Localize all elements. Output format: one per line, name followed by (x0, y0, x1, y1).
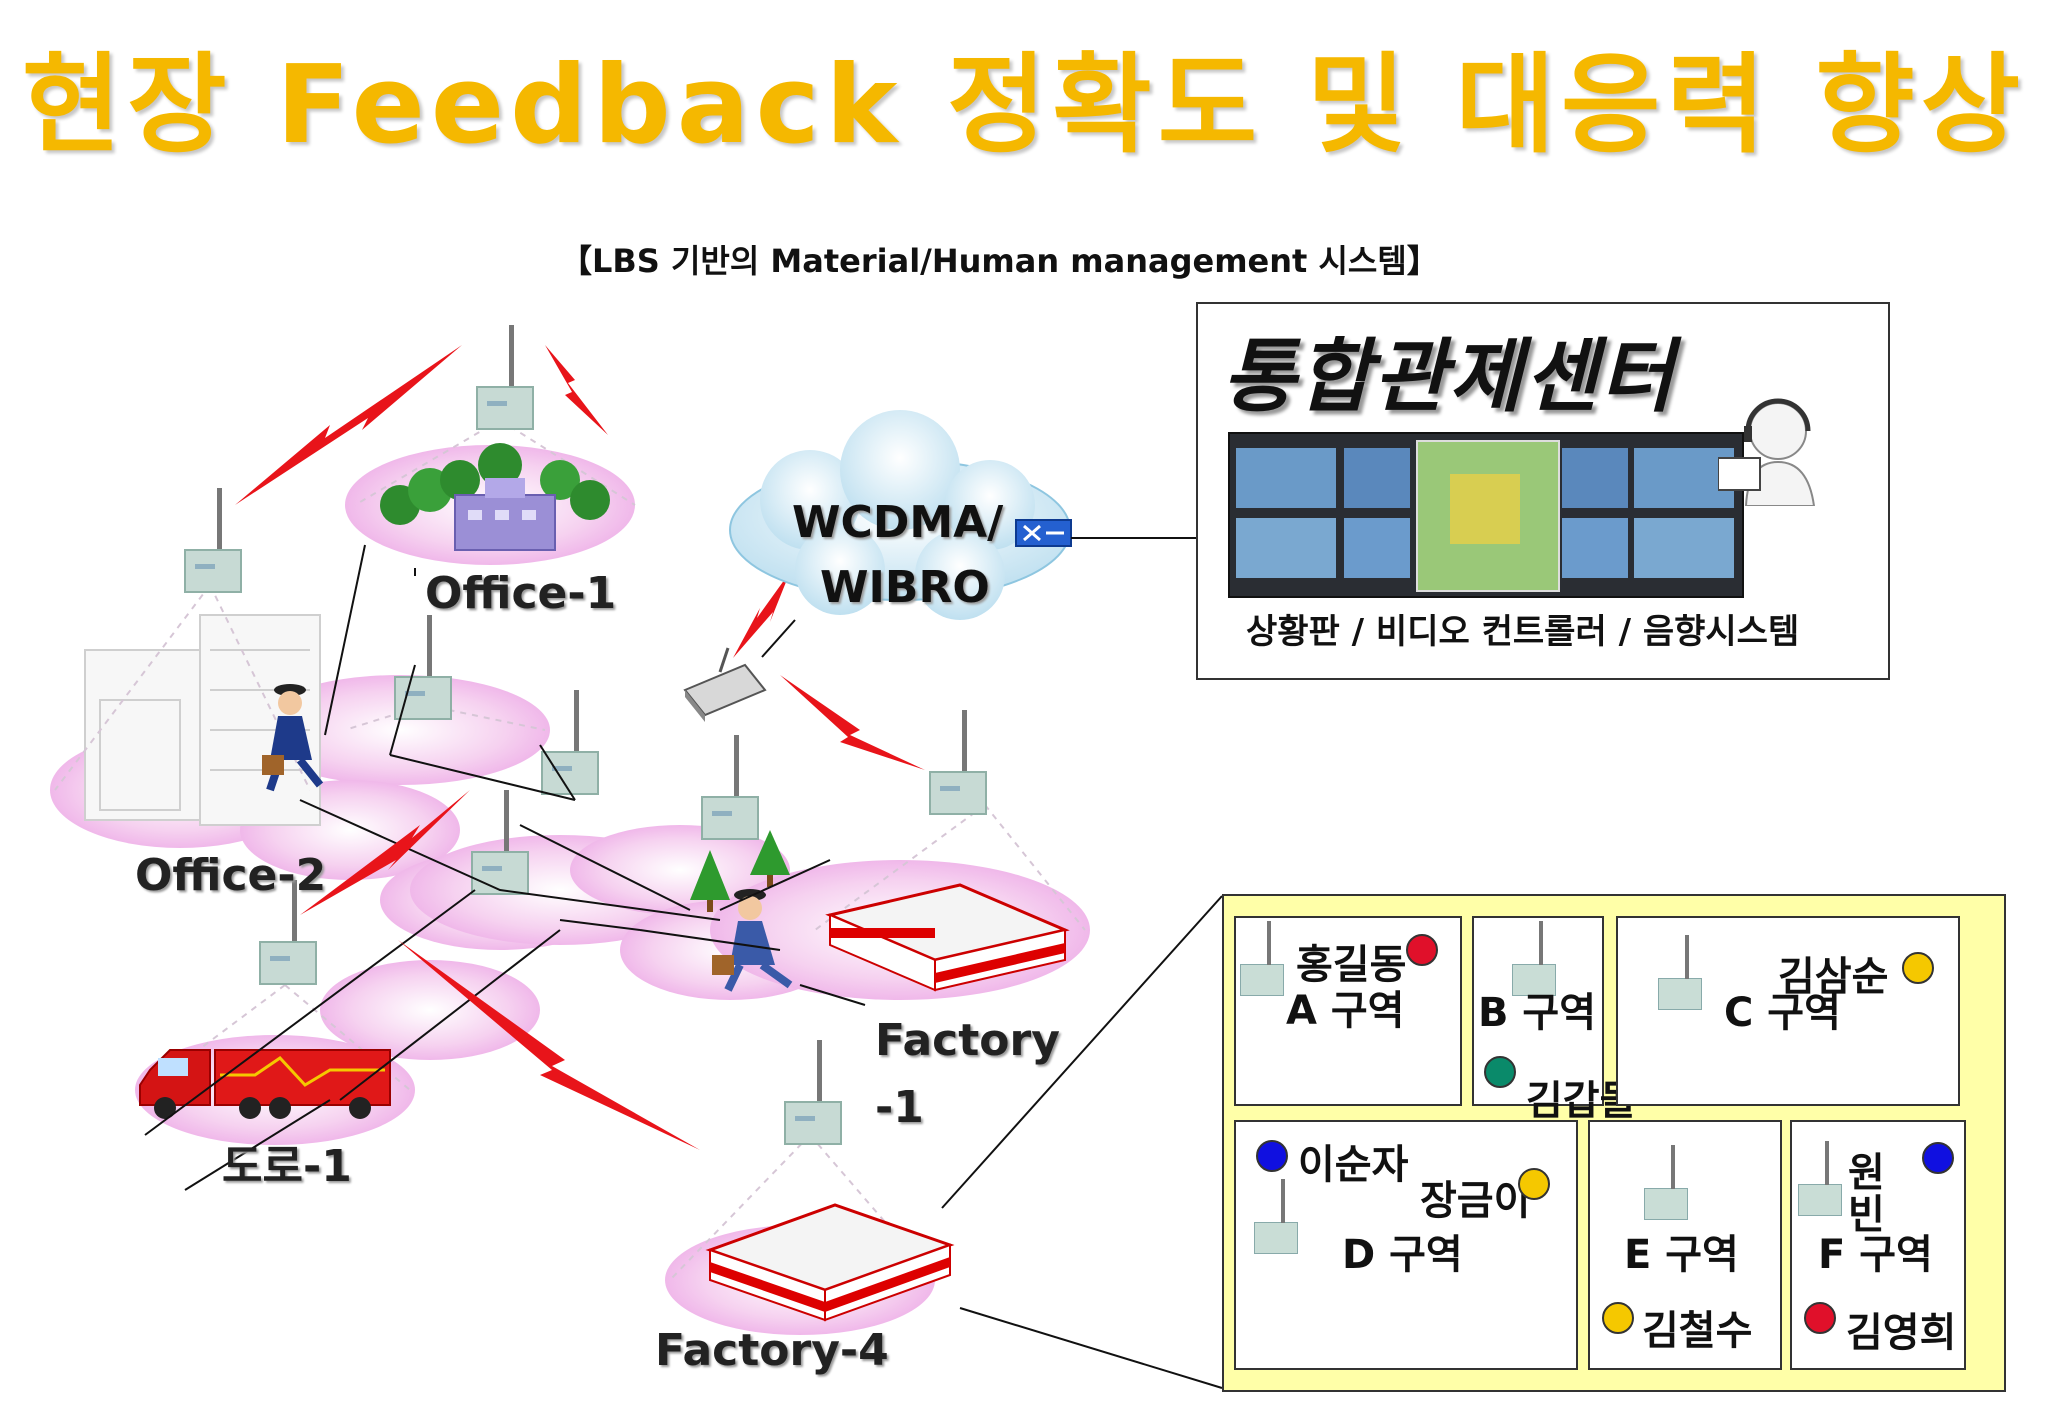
label-factory-1-line1: Factory (875, 1015, 1060, 1066)
zone-c: C 구역 김삼순 (1616, 916, 1960, 1106)
label-office-1: Office-1 (425, 568, 617, 619)
zone-e-person: 김철수 (1642, 1308, 1753, 1354)
zone-e-name: E 구역 (1624, 1232, 1739, 1278)
zone-e: E 구역 김철수 (1588, 1120, 1782, 1370)
truck (139, 1049, 391, 1119)
video-wall (1228, 432, 1744, 598)
zone-b-name: B 구역 (1478, 990, 1597, 1036)
zone-d-name: D 구역 (1342, 1232, 1463, 1278)
control-center-panel: 통합관제센터 상황판 / 비디오 컨트롤러 / 음향시스템 (1196, 302, 1890, 680)
zone-e-sensor-icon (1644, 1145, 1688, 1220)
zone-e-person-marker (1602, 1302, 1634, 1334)
zone-a-person-marker (1406, 934, 1438, 966)
zone-map-panel: 홍길동 A 구역 B 구역 김갑돌 C 구역 김삼순 이순자 장금이 D 구역 … (1222, 894, 2006, 1392)
network-cloud (729, 410, 1071, 620)
label-road-1: 도로-1 (222, 1141, 352, 1192)
zone-a: 홍길동 A 구역 (1234, 916, 1462, 1106)
factory4-building (705, 1203, 955, 1322)
operator-headset-icon (1718, 398, 1816, 506)
zone-a-person: 홍길동 (1296, 942, 1407, 988)
zone-d-person1: 이순자 (1298, 1142, 1409, 1188)
zone-f-sensor-icon (1798, 1141, 1842, 1216)
zone-f-person1-line2: 빈 (1848, 1192, 1885, 1238)
zone-b: B 구역 (1472, 916, 1604, 1106)
zone-f-name: F 구역 (1818, 1232, 1933, 1278)
zone-f-person2: 김영희 (1846, 1310, 1957, 1356)
factory1-building (825, 883, 1070, 992)
trees (690, 830, 790, 912)
zone-f-person1-line1: 원 (1848, 1150, 1885, 1196)
office1-building (380, 443, 610, 551)
label-cloud-line2: WIBRO (820, 562, 990, 613)
zone-d-person2: 장금이 (1420, 1178, 1531, 1224)
zone-d-person1-marker (1256, 1140, 1288, 1172)
wireless-router (683, 647, 767, 722)
zone-f: 원 빈 F 구역 김영희 (1790, 1120, 1966, 1370)
control-center-caption: 상황판 / 비디오 컨트롤러 / 음향시스템 (1246, 612, 1800, 652)
zone-d-person2-marker (1518, 1168, 1550, 1200)
zone-d: 이순자 장금이 D 구역 (1234, 1120, 1578, 1370)
zone-a-sensor-icon (1240, 921, 1284, 996)
diagram-subtitle: 【LBS 기반의 Material/Human management 시스템】 (560, 242, 1439, 280)
worker-1 (262, 684, 324, 792)
label-factory-4: Factory-4 (655, 1325, 889, 1376)
label-office-2: Office-2 (135, 850, 327, 901)
zone-c-name: C 구역 (1724, 990, 1841, 1036)
zone-f-person1-marker (1922, 1142, 1954, 1174)
label-cloud-line1: WCDMA/ (792, 497, 1004, 548)
zone-b-person-marker (1484, 1056, 1516, 1088)
zone-c-person-marker (1902, 952, 1934, 984)
label-factory-1-line2: -1 (875, 1082, 924, 1133)
worker-2 (712, 889, 793, 992)
network-switch (1015, 519, 1072, 547)
wireless-links (235, 345, 925, 1150)
zone-d-sensor-icon (1254, 1179, 1298, 1254)
page-title: 현장 Feedback 정확도 및 대응력 향상 (21, 43, 2027, 168)
zone-c-sensor-icon (1658, 935, 1702, 1010)
zone-c-person: 김삼순 (1778, 954, 1889, 1000)
wired-links (144, 544, 866, 1191)
zone-b-sensor-icon (1512, 921, 1556, 996)
zone-a-name: A 구역 (1286, 988, 1405, 1034)
control-center-title: 통합관제센터 (1222, 330, 1676, 423)
zone-f-person2-marker (1804, 1302, 1836, 1334)
